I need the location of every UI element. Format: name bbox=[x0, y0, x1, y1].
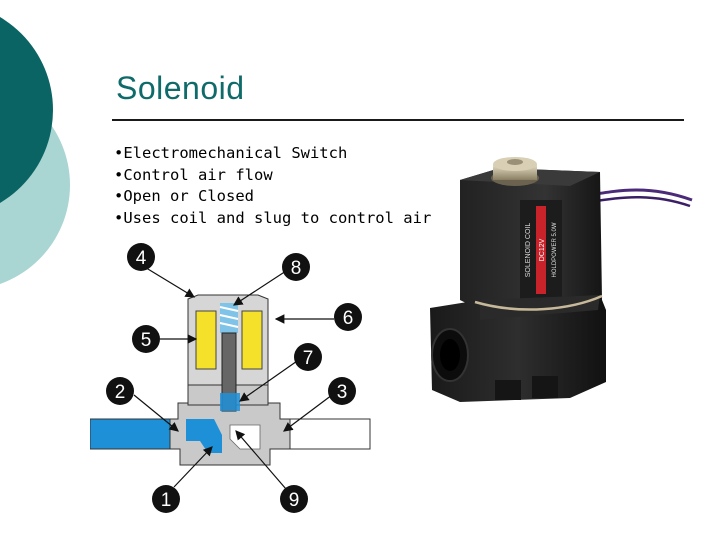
callout-1: 1 bbox=[152, 485, 180, 513]
callout-7: 7 bbox=[294, 343, 322, 371]
mount-boss bbox=[532, 376, 558, 398]
nut-hole bbox=[507, 159, 523, 165]
callout-label: 4 bbox=[136, 248, 147, 269]
coil-left bbox=[196, 311, 216, 369]
mount-boss bbox=[495, 380, 521, 400]
callout-label: 7 bbox=[303, 348, 314, 369]
bullet-item: Electromechanical Switch bbox=[114, 143, 431, 165]
callout-3: 3 bbox=[328, 377, 356, 405]
coil-label-text: SOLENOID COIL bbox=[525, 223, 532, 278]
bullet-list: Electromechanical Switch Control air flo… bbox=[114, 143, 431, 229]
callout-2: 2 bbox=[106, 377, 134, 405]
port-opening bbox=[440, 339, 460, 371]
bullet-item: Uses coil and slug to control air bbox=[114, 208, 431, 230]
bullet-text: Open or Closed bbox=[123, 187, 254, 205]
coil-label-text: HOLDPOWER 5.0W bbox=[552, 222, 558, 277]
callout-6: 6 bbox=[334, 303, 362, 331]
coil-label-text: DC12V bbox=[539, 238, 546, 261]
callout-8: 8 bbox=[282, 253, 310, 281]
slide-title: Solenoid bbox=[116, 70, 245, 107]
callout-label: 8 bbox=[291, 258, 302, 279]
bullet-item: Control air flow bbox=[114, 165, 431, 187]
callout-label: 3 bbox=[337, 382, 348, 403]
bullet-text: Control air flow bbox=[123, 166, 272, 184]
bullet-item: Open or Closed bbox=[114, 186, 431, 208]
valve-cross-section-diagram: 4 8 6 5 7 2 3 1 9 bbox=[90, 235, 390, 525]
coil-right bbox=[242, 311, 262, 369]
plunger-seal bbox=[220, 393, 240, 411]
callout-9: 9 bbox=[280, 485, 308, 513]
title-divider bbox=[112, 119, 684, 121]
callout-5: 5 bbox=[132, 325, 160, 353]
bullet-text: Uses coil and slug to control air bbox=[123, 209, 431, 227]
callout-label: 9 bbox=[289, 490, 300, 511]
callout-4: 4 bbox=[127, 243, 155, 271]
wire-purple bbox=[590, 197, 690, 206]
callout-label: 5 bbox=[141, 330, 152, 351]
callout-label: 1 bbox=[161, 490, 172, 511]
callout-label: 2 bbox=[115, 382, 126, 403]
solenoid-valve-photo: SOLENOID COIL DC12V HOLDPOWER 5.0W bbox=[420, 150, 710, 410]
callout-label: 6 bbox=[343, 308, 354, 329]
bullet-text: Electromechanical Switch bbox=[123, 144, 347, 162]
